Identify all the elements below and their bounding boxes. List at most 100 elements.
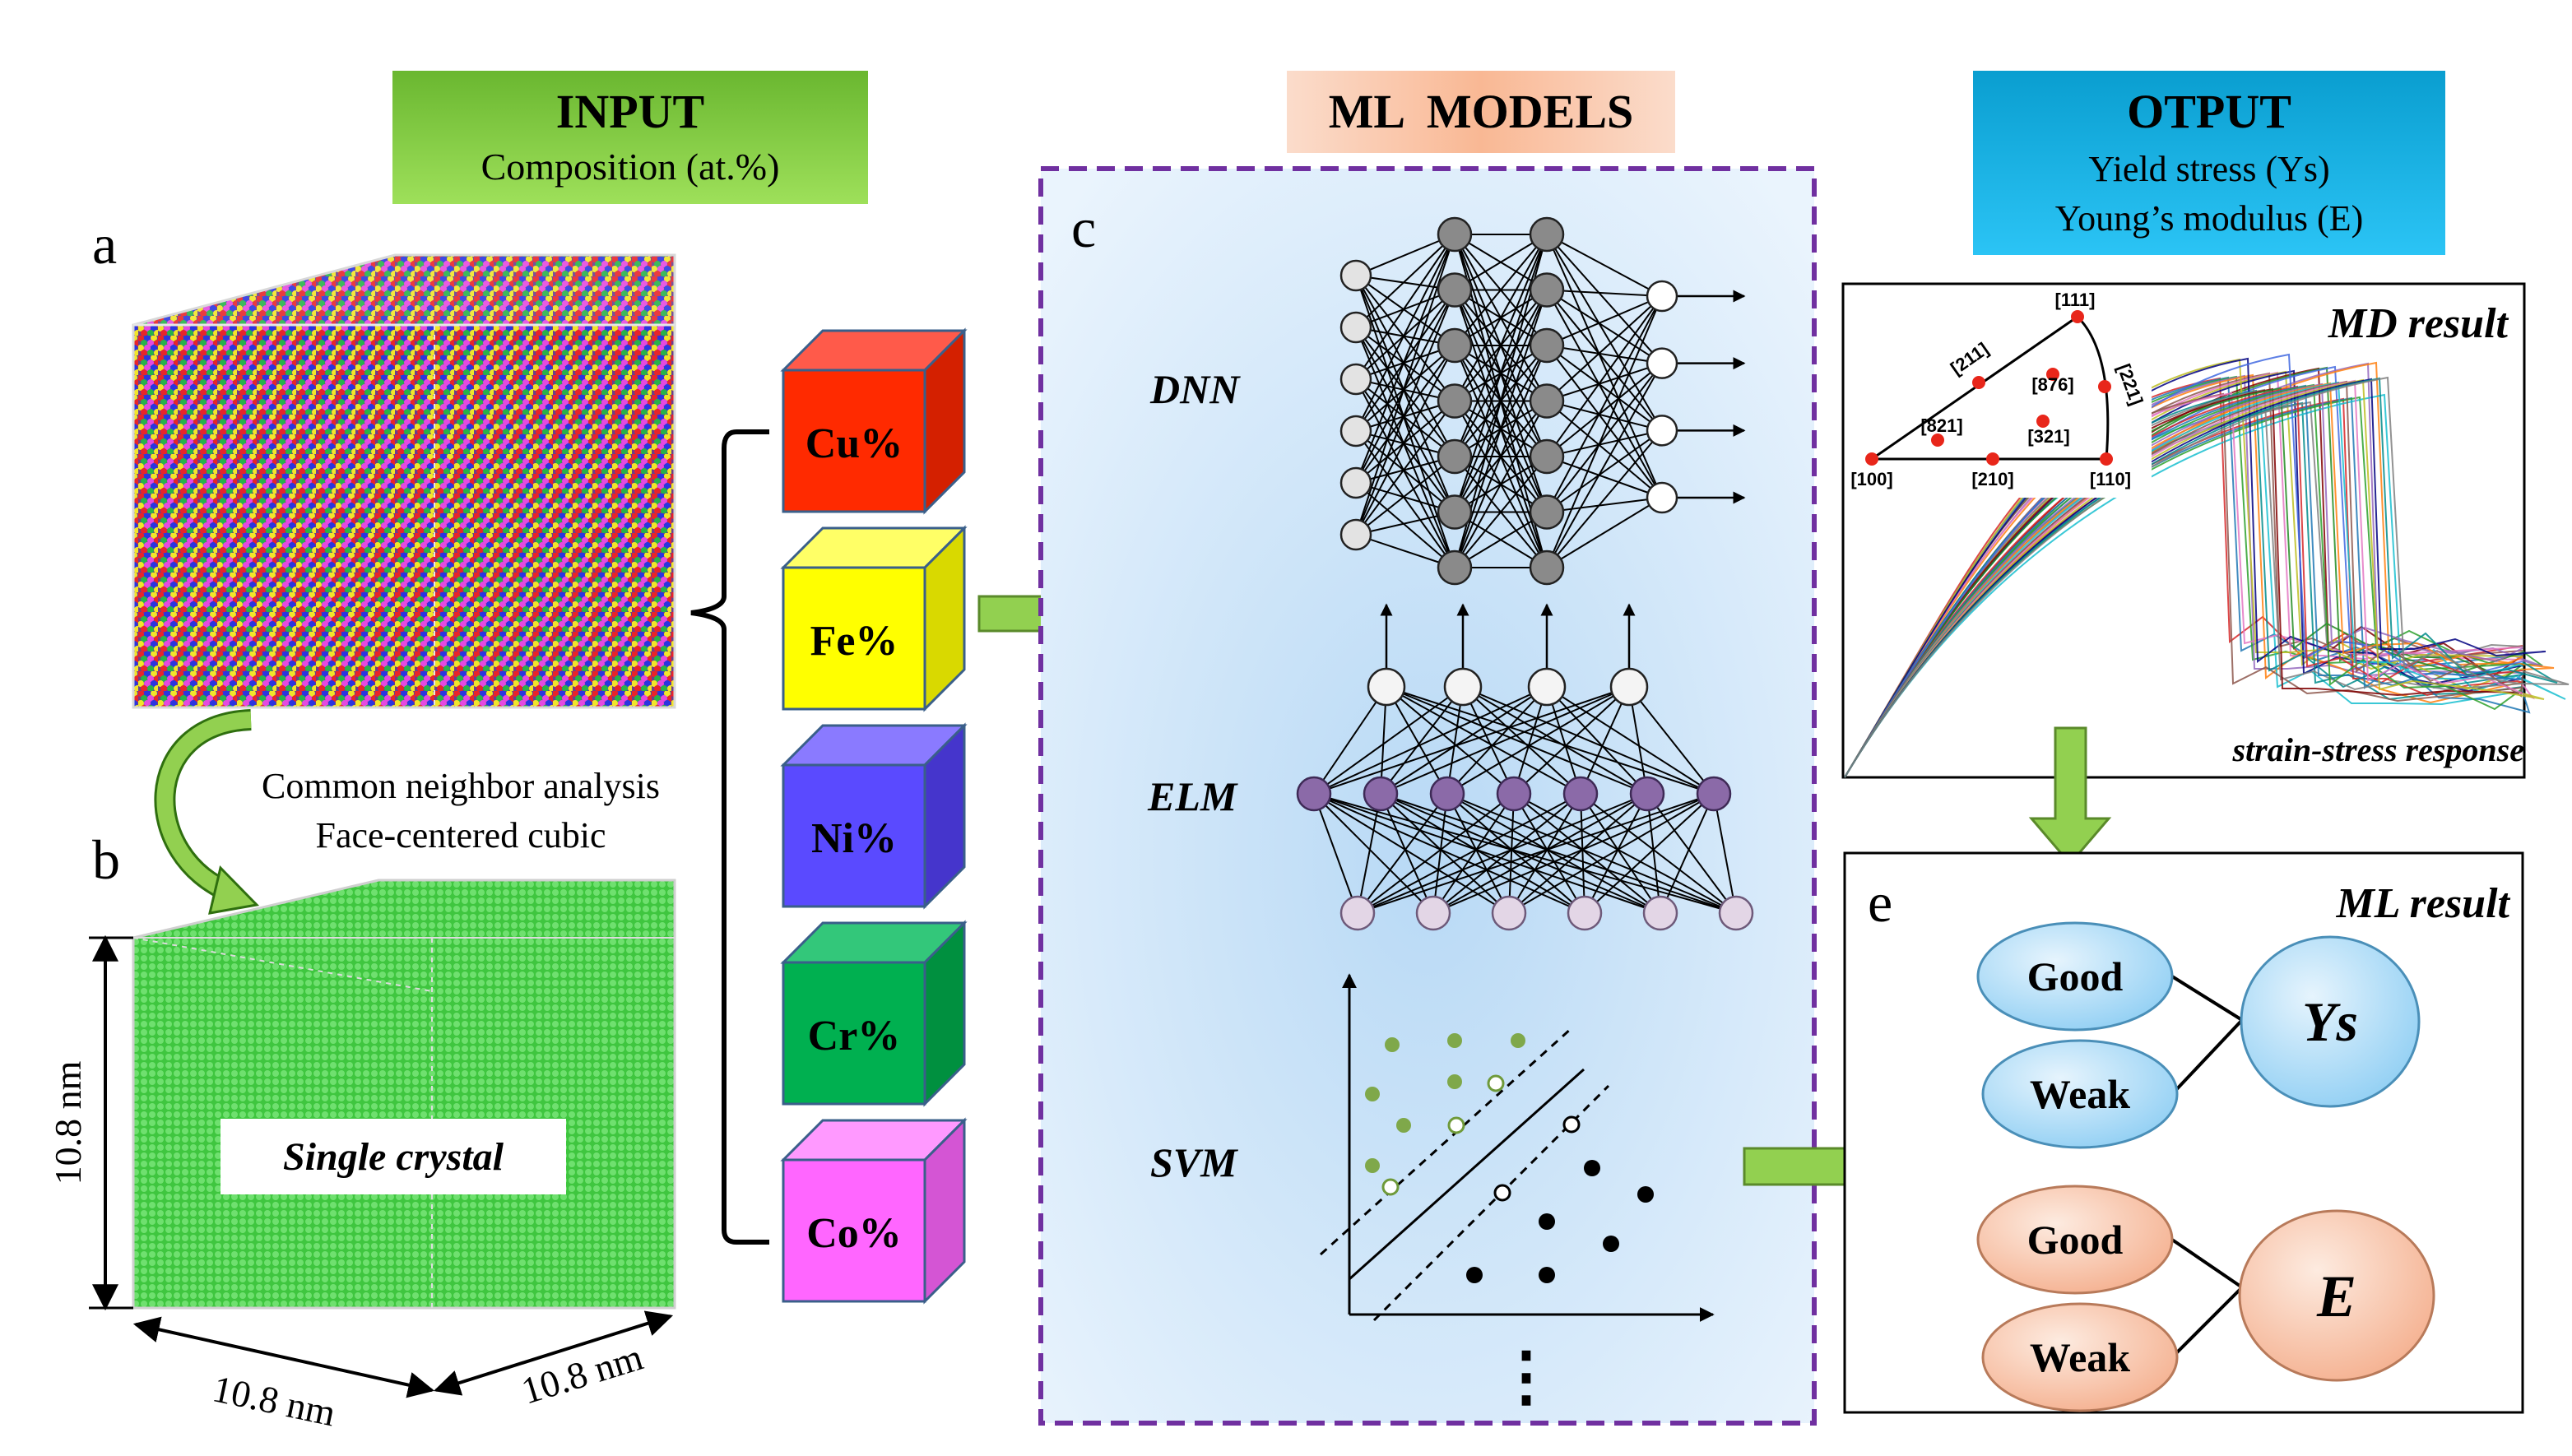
- alloy-cube: [132, 253, 676, 709]
- elm-node: [1367, 667, 1406, 707]
- element-cube-3: Cr%: [780, 920, 968, 1107]
- elm-node: [1429, 776, 1465, 812]
- models-panel: [1038, 166, 1817, 1426]
- elm-node: [1562, 776, 1599, 812]
- elm-node: [1567, 895, 1603, 931]
- md-caption: strain-stress response: [2231, 731, 2524, 768]
- elm-node: [1629, 776, 1665, 812]
- e-target-oval: [2238, 1209, 2435, 1382]
- dnn-node: [1437, 494, 1473, 530]
- elm-node: [1296, 776, 1332, 812]
- stress-strain-curve: [1844, 376, 2570, 778]
- dimension-vertical: 10.8 nm: [47, 934, 133, 1311]
- ipf-label: [110]: [2090, 469, 2131, 489]
- svm-class-b-point: [1584, 1160, 1600, 1176]
- ml-result-title: ML result: [2336, 880, 2511, 927]
- element-label: Ni%: [811, 815, 897, 862]
- svm-class-b-point: [1603, 1236, 1619, 1252]
- output-title: OTPUT: [2127, 85, 2291, 138]
- dnn-node: [1529, 383, 1565, 419]
- input-title: INPUT: [556, 85, 704, 138]
- ys-good-oval: [1976, 921, 2174, 1032]
- dnn-node: [1529, 216, 1565, 253]
- panel-label-c: c: [1071, 197, 1096, 259]
- arrow-md-to-ml: [2028, 726, 2112, 866]
- dnn-node: [1339, 466, 1372, 499]
- element-cubes: Cu% Fe% Ni% Cr% Co%: [780, 327, 968, 1305]
- ipf-label: [210]: [1971, 469, 2013, 489]
- dnn-node: [1437, 272, 1473, 308]
- dnn-node: [1529, 549, 1565, 586]
- dnn-node: [1529, 327, 1565, 364]
- e-good: Good: [2027, 1217, 2124, 1263]
- element-bracket: [690, 429, 769, 1245]
- svm-class-a-point: [1365, 1087, 1380, 1101]
- cna-arrow: [154, 709, 260, 915]
- dimension-right: 10.8 nm: [433, 1310, 674, 1412]
- dim-vertical-label: 10.8 nm: [47, 1060, 89, 1185]
- ipf-point: [2046, 368, 2059, 381]
- ipf-point: [1972, 376, 1985, 389]
- ipf-point: [1931, 434, 1944, 447]
- inverse-pole-figure: [111][211][876][221][821][321][100][210]…: [1850, 290, 2152, 498]
- dnn-node: [1529, 272, 1565, 308]
- ml-title: ML MODELS: [1329, 85, 1634, 138]
- ipf-point: [2100, 452, 2113, 466]
- svm-label: SVM: [1150, 1139, 1238, 1185]
- e-group: Good Weak E: [1976, 1185, 2435, 1412]
- svm-support-vector-a: [1487, 1074, 1505, 1092]
- ys-weak-oval: [1981, 1039, 2179, 1149]
- ipf-point: [2071, 310, 2084, 323]
- e-weak: Weak: [2030, 1334, 2130, 1380]
- elm-node: [1443, 667, 1483, 707]
- element-cube-2: Ni%: [780, 722, 968, 910]
- dnn-node: [1339, 259, 1372, 292]
- svm-class-b-point: [1539, 1213, 1555, 1230]
- e-target: E: [2316, 1264, 2356, 1329]
- ys-target-oval: [2240, 935, 2421, 1108]
- dnn-node: [1437, 216, 1473, 253]
- ipf-point: [1986, 452, 1999, 466]
- ipf-point: [2098, 380, 2111, 393]
- svm-class-a-point: [1511, 1033, 1525, 1048]
- ipf-label: [821]: [1920, 415, 1962, 436]
- element-cube-0: Cu%: [780, 327, 968, 515]
- dnn-node: [1646, 481, 1678, 514]
- elm-node: [1491, 895, 1527, 931]
- elm-node: [1696, 776, 1732, 812]
- element-label: Co%: [806, 1210, 902, 1257]
- crystal-label: Single crystal: [283, 1135, 504, 1179]
- md-title: MD result: [2328, 300, 2509, 347]
- dnn-label: DNN: [1149, 366, 1241, 412]
- elm-connections: [1313, 686, 1737, 914]
- dnn-node: [1437, 327, 1473, 364]
- svm-class-b-point: [1637, 1186, 1654, 1203]
- elm-node: [1609, 667, 1649, 707]
- svm-plot: [1319, 973, 1715, 1322]
- output-header: OTPUT Yield stress (Ys) Young’s modulus …: [1973, 71, 2445, 255]
- more-models-ellipsis: ⋮: [1493, 1341, 1559, 1413]
- element-label: Fe%: [810, 618, 898, 665]
- ipf-triangle: [1868, 315, 2110, 461]
- dnn-node: [1646, 280, 1678, 313]
- element-cube-1: Fe%: [780, 525, 968, 712]
- dnn-node: [1646, 415, 1678, 447]
- e-weak-oval: [1981, 1302, 2179, 1412]
- svm-class-a-point: [1396, 1118, 1411, 1133]
- fcc-cube: Single crystal: [132, 879, 676, 1310]
- ys-weak: Weak: [2030, 1071, 2130, 1117]
- e-good-oval: [1976, 1185, 2174, 1295]
- ipf-point: [2036, 415, 2050, 428]
- elm-label: ELM: [1147, 773, 1238, 819]
- svm-class-a-point: [1385, 1037, 1400, 1052]
- svm-support-vector-b: [1562, 1115, 1581, 1134]
- ys-target: Ys: [2302, 990, 2358, 1053]
- ipf-label: [876]: [2031, 374, 2073, 395]
- elm-node: [1496, 776, 1532, 812]
- dnn-connections: [1355, 234, 1663, 568]
- elm-node: [1718, 895, 1754, 931]
- svm-class-a-point: [1447, 1033, 1462, 1048]
- ys-group: Good Weak Ys: [1976, 921, 2421, 1149]
- dim-bottom-label: 10.8 nm: [209, 1367, 339, 1434]
